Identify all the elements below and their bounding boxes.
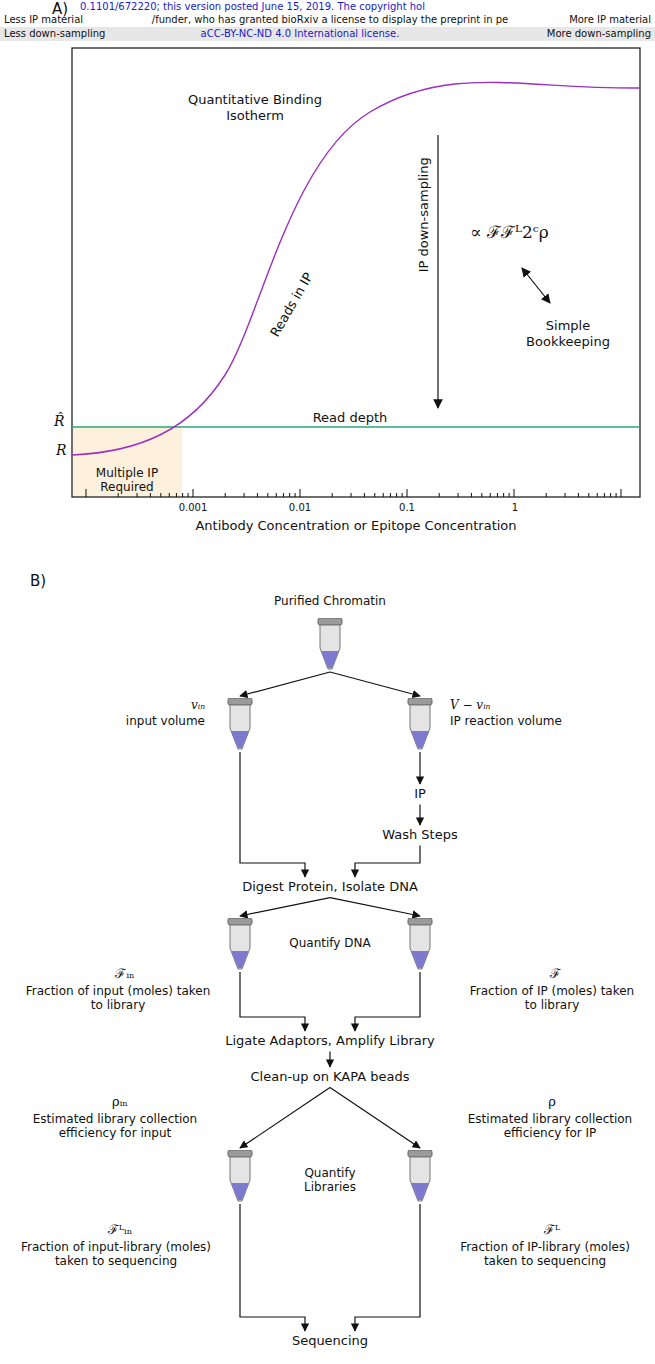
panel-letter: B) (30, 572, 46, 590)
curve-label: Reads in IP (267, 270, 316, 339)
step-text: ρ (548, 1094, 556, 1110)
process-step: Wash Steps (379, 826, 461, 844)
axis-note: Less IP material (4, 14, 83, 26)
flow-arrow (330, 1088, 420, 1148)
flow-arrow (240, 1204, 305, 1331)
step-text: input volume (126, 714, 205, 728)
axis-symbol: R̂ (54, 413, 65, 430)
step-text: Estimated library collection efficiency … (455, 1112, 645, 1141)
axis-symbol: R (56, 442, 67, 459)
step-text: Sequencing (292, 1333, 368, 1349)
tube-icon (407, 1150, 433, 1202)
tube-icon (227, 918, 253, 970)
step-note: Quantify DNA (289, 936, 370, 950)
process-step: Clean-up on KAPA beads (248, 1068, 413, 1086)
flow-arrow (240, 898, 330, 916)
step-text: ℱᵢₙ (115, 966, 134, 982)
tube-icon (407, 698, 433, 750)
double-arrow (522, 268, 550, 303)
flow-arrow (329, 1052, 330, 1067)
step-text: Fraction of IP-library (moles) taken to … (450, 1240, 640, 1269)
step-text: ρᵢₙ (112, 1094, 128, 1110)
flow-arrow (240, 672, 330, 696)
tick-label: 1 (512, 502, 518, 514)
tube-step: ρᵢₙEstimated library collection efficien… (227, 1150, 253, 1202)
step-text: Clean-up on KAPA beads (251, 1069, 410, 1085)
step-text: Estimated library collection efficiency … (15, 1112, 215, 1141)
step-text: Wash Steps (382, 827, 458, 843)
flow-arrow (330, 672, 420, 696)
tube-step: ℱᵢₙFraction of input (moles) taken to li… (227, 918, 253, 970)
tube-icon (407, 918, 433, 970)
tube-step: Purified Chromatin (317, 618, 343, 670)
axis-title: Antibody Concentration or Epitope Concen… (195, 518, 516, 534)
tube-step: ρEstimated library collection efficiency… (407, 1150, 433, 1202)
process-step: Digest Protein, Isolate DNA (239, 878, 421, 896)
axis-ticks (86, 489, 621, 497)
step-text: ℱ (550, 966, 561, 982)
watermark: /funder, who has granted bioRxiv a licen… (152, 14, 508, 26)
step-note: Quantify Libraries (292, 1166, 368, 1195)
step-text: IP (414, 786, 426, 802)
watermark: aCC-BY-NC-ND 4.0 International license. (201, 28, 400, 40)
tube-step: V − vᵢₙIP reaction volume (407, 698, 433, 750)
flow-arrow (355, 846, 420, 877)
downsampling-arrow (437, 135, 438, 408)
curve-label: Quantitative Binding Isotherm (185, 92, 325, 123)
arrow-label: IP down-sampling (415, 158, 431, 273)
isotherm-curve (72, 82, 640, 455)
line-label: Read depth (313, 410, 388, 426)
step-text: Fraction of IP (moles) taken to library (467, 984, 637, 1013)
step-text: Fraction of input (moles) taken to libra… (23, 984, 213, 1013)
axis-note: More IP material (569, 14, 651, 26)
axis-note: Less down-sampling (4, 28, 105, 40)
read-depth-line (72, 426, 640, 427)
formula: ∝ ℱℱᴸ2ᶜρ (470, 222, 549, 242)
process-step: IP (411, 785, 429, 803)
flow-arrow (355, 972, 420, 1031)
note: Simple Bookkeeping (518, 318, 618, 349)
tube-icon (227, 698, 253, 750)
flow-arrow (419, 805, 420, 825)
flow-arrow (240, 972, 305, 1031)
tick-label: 0.01 (289, 502, 311, 514)
process-step: Ligate Adaptors, Amplify Library (222, 1032, 438, 1050)
step-text: IP reaction volume (450, 714, 562, 728)
tube-icon (227, 1150, 253, 1202)
step-text: ℱᴸᵢₙ (108, 1222, 133, 1238)
step-text: Digest Protein, Isolate DNA (242, 879, 418, 895)
header-band (0, 27, 655, 41)
step-text: ℱᴸ (544, 1222, 560, 1238)
shaded-band: Multiple IP Required (73, 428, 182, 496)
step-text: Fraction of input-library (moles) taken … (8, 1240, 224, 1269)
flow-arrow (330, 898, 420, 916)
tube-icon (317, 618, 343, 670)
process-step: Sequencing (289, 1332, 371, 1350)
flow-arrow (240, 752, 305, 877)
step-text: Purified Chromatin (274, 594, 386, 608)
flow-arrow (240, 1088, 330, 1148)
watermark: 0.1101/672220; this version posted June … (80, 1, 425, 13)
flow-arrow (355, 1204, 420, 1331)
tick-label: 0.1 (399, 502, 415, 514)
axis-note: More down-sampling (547, 28, 651, 40)
tick-label: 0.001 (179, 502, 208, 514)
band-text: Multiple IP Required (77, 466, 177, 495)
flow-arrow (419, 752, 420, 784)
step-text: vᵢₙ (191, 698, 205, 712)
tube-step: vᵢₙinput volume (227, 698, 253, 750)
plot-frame (72, 48, 640, 497)
step-text: V − vᵢₙ (450, 698, 490, 712)
shaded-region (73, 427, 182, 497)
step-text: Ligate Adaptors, Amplify Library (225, 1033, 435, 1049)
tube-step: ℱFraction of IP (moles) taken to library (407, 918, 433, 970)
